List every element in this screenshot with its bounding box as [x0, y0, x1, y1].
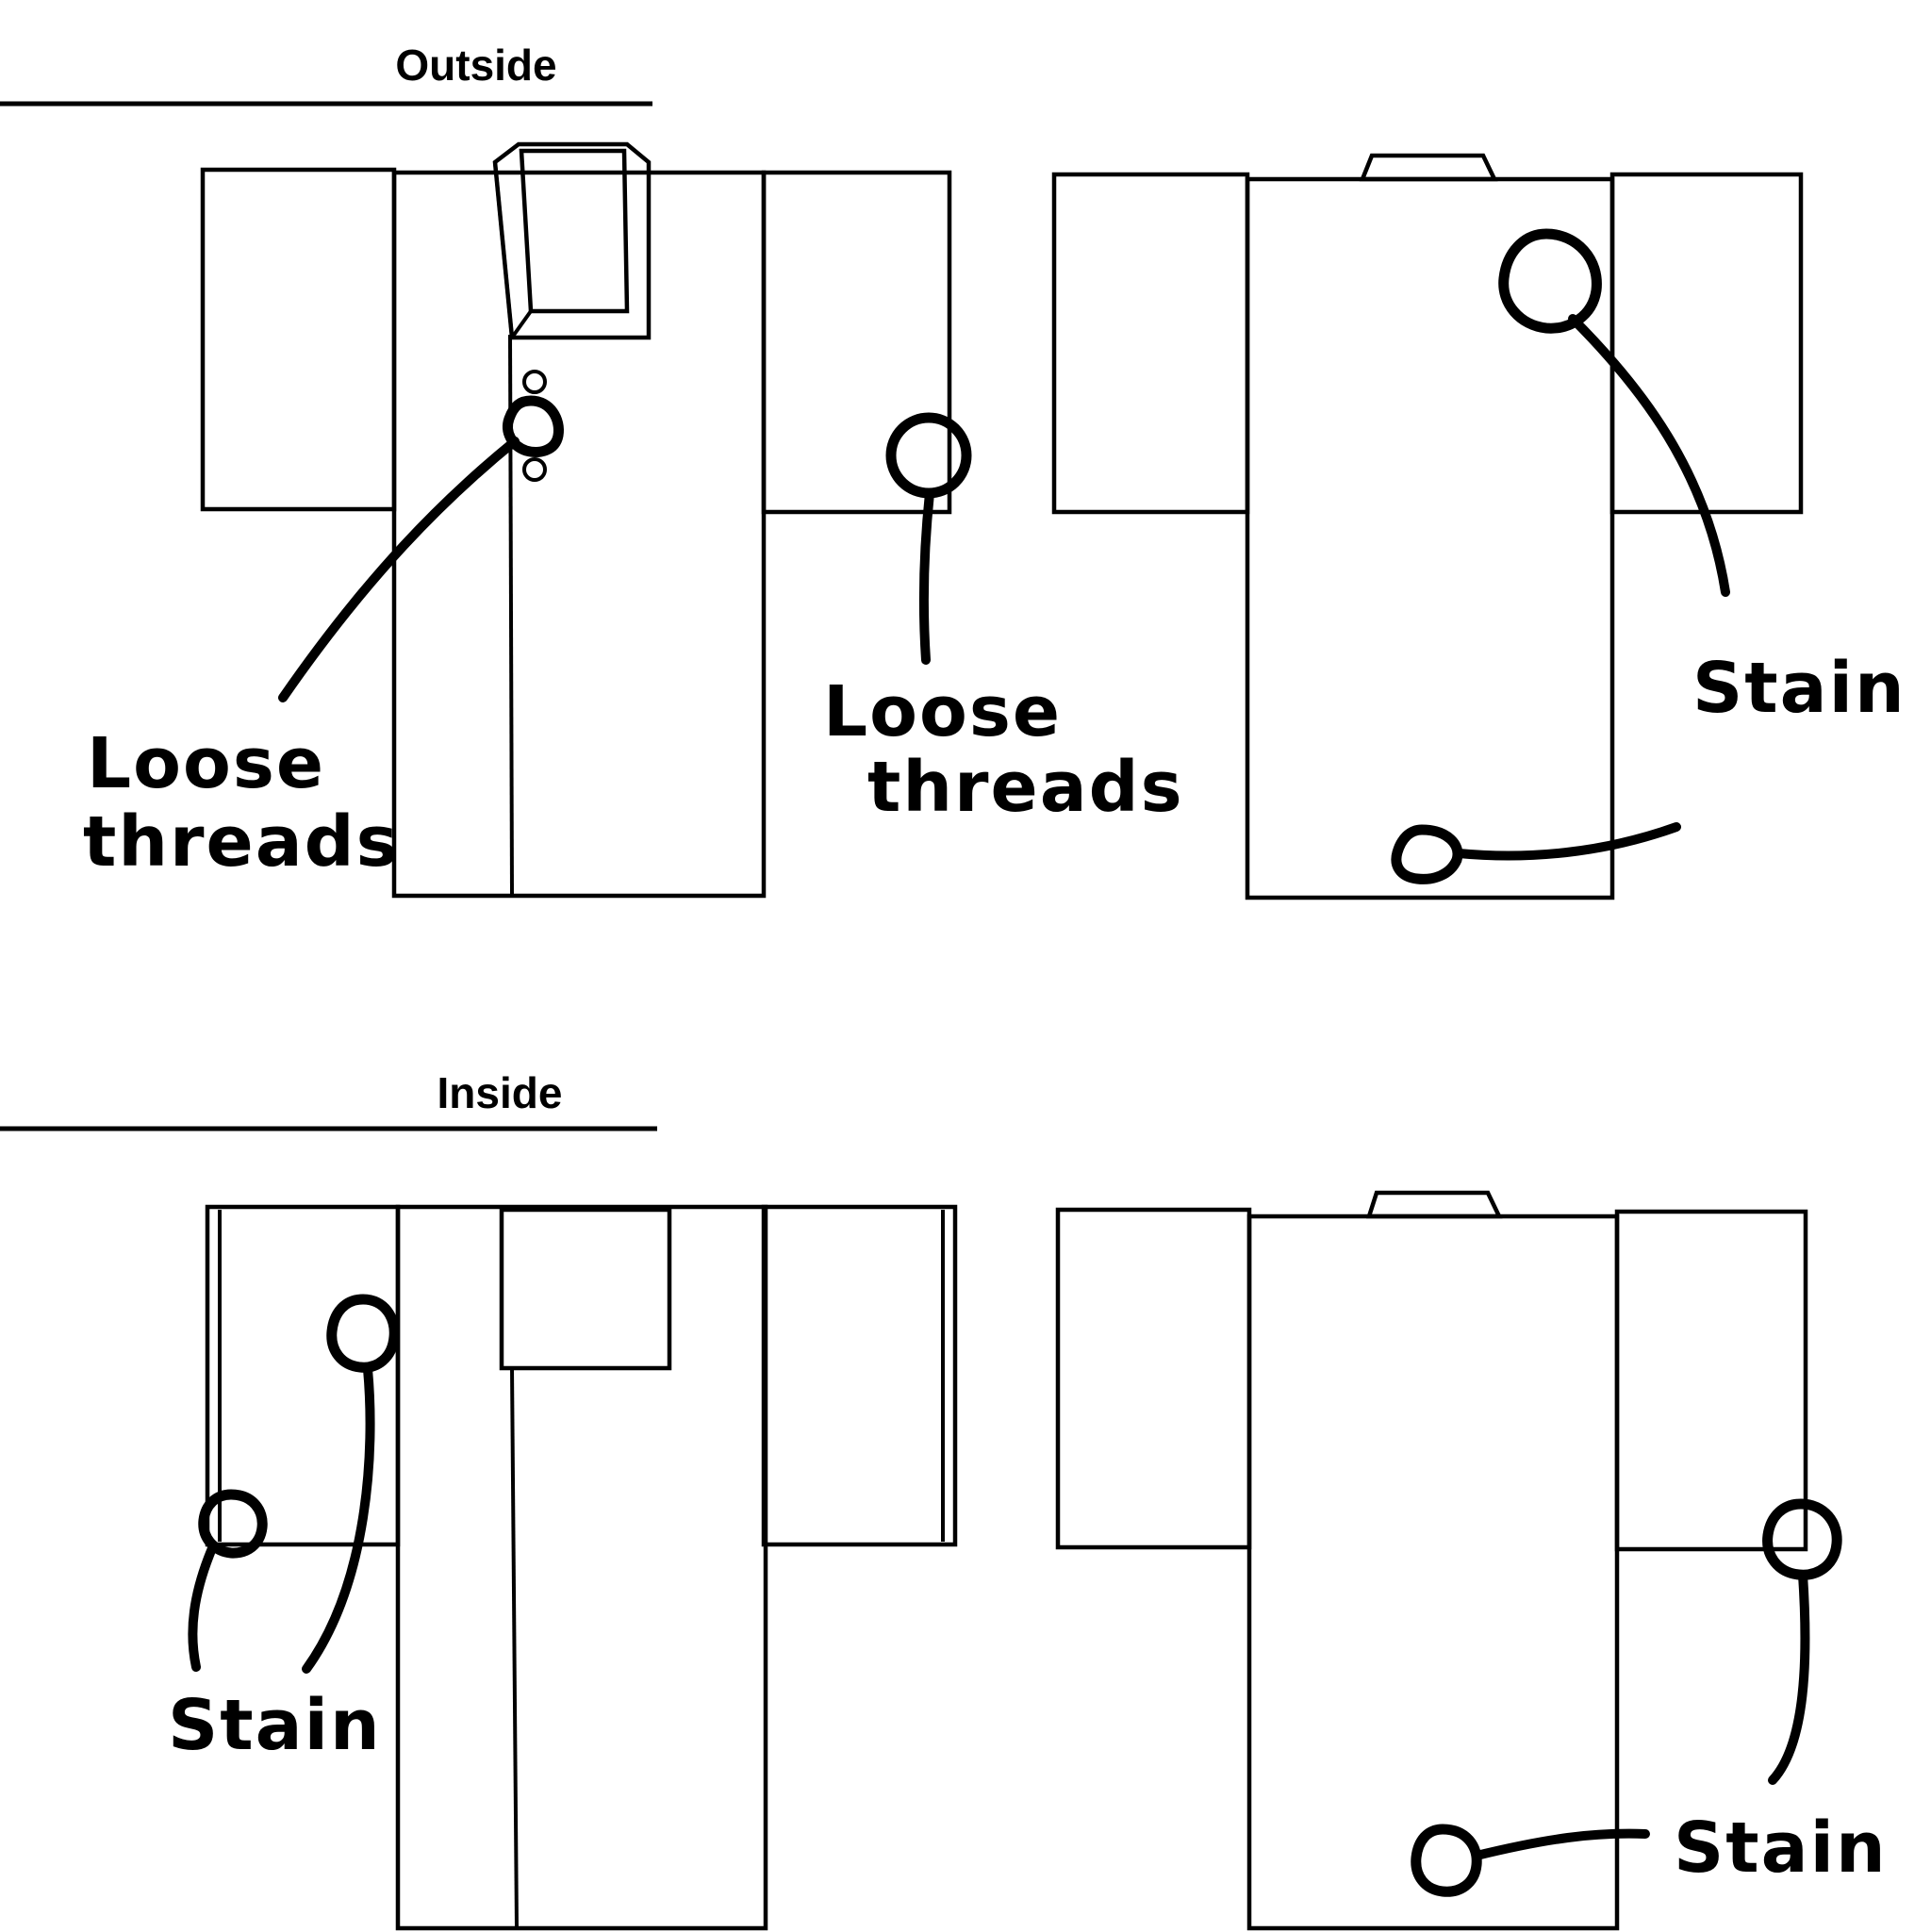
leader-line [188, 1544, 217, 1672]
body [1246, 1214, 1620, 1931]
leader-line [1472, 1828, 1650, 1860]
collar-edge [493, 161, 514, 339]
outside-heading: Outside [395, 41, 556, 90]
small-ring-bottom [522, 457, 547, 482]
leader-line [302, 1364, 375, 1674]
inside-back-label: Stain [1674, 1808, 1888, 1889]
right-sleeve [1609, 172, 1804, 515]
right-sleeve [761, 1204, 958, 1547]
outside-front-sleeve-marker [885, 412, 972, 665]
small-ring-top [522, 370, 547, 394]
marker-circle [1391, 824, 1463, 884]
marker-circle [198, 1489, 268, 1559]
marker-circle [1762, 1498, 1842, 1580]
inside-back-upper-marker [1762, 1498, 1842, 1785]
left-sleeve [1055, 1207, 1252, 1550]
left-sleeve [1051, 172, 1250, 515]
outside-front-sleeve-label: Loose [823, 671, 1062, 752]
leader-line [278, 437, 520, 702]
leader-line [1454, 822, 1681, 861]
collar-corner [510, 309, 533, 339]
inside-front-upper-marker [302, 1294, 400, 1674]
leader-line [1568, 314, 1730, 597]
outside-front-collar-label: Loose [87, 723, 325, 804]
inside-heading: Inside [437, 1068, 563, 1117]
marker-circle [1411, 1824, 1482, 1897]
outside-front-collar-marker [278, 395, 564, 702]
outside-section: Outside Loose threads Loose thread [0, 41, 1906, 900]
inside-back-lower-marker [1411, 1824, 1650, 1897]
inside-back-garment [1055, 1190, 1808, 1931]
collar-tab [1365, 1190, 1503, 1219]
inside-front-label: Stain [168, 1685, 382, 1766]
inside-front-garment [205, 1204, 958, 1931]
left-sleeve [200, 167, 397, 512]
outside-back-lower-marker [1391, 822, 1681, 884]
front-overlap-seam [510, 1366, 519, 1929]
marker-circle [885, 412, 972, 499]
right-sleeve [1614, 1209, 1808, 1552]
leader-line [918, 488, 934, 665]
inside-front-lower-marker [188, 1489, 268, 1672]
body [395, 1204, 768, 1931]
marker-circle [326, 1294, 400, 1373]
body [391, 170, 767, 899]
body [1245, 176, 1615, 900]
outside-back-label: Stain [1692, 648, 1906, 729]
outside-front-collar-label-2: threads [83, 801, 400, 883]
marker-circle [1498, 228, 1602, 334]
collar-facing [499, 1207, 672, 1371]
outside-back-upper-marker [1498, 228, 1730, 597]
collar-inner [519, 148, 630, 314]
collar-tab [1359, 153, 1498, 182]
right-sleeve [761, 170, 952, 515]
inside-section: Inside Stain [0, 1068, 1888, 1931]
leader-line [1768, 1570, 1810, 1785]
marker-circle [503, 395, 564, 457]
outside-front-sleeve-label-2: threads [867, 747, 1184, 828]
